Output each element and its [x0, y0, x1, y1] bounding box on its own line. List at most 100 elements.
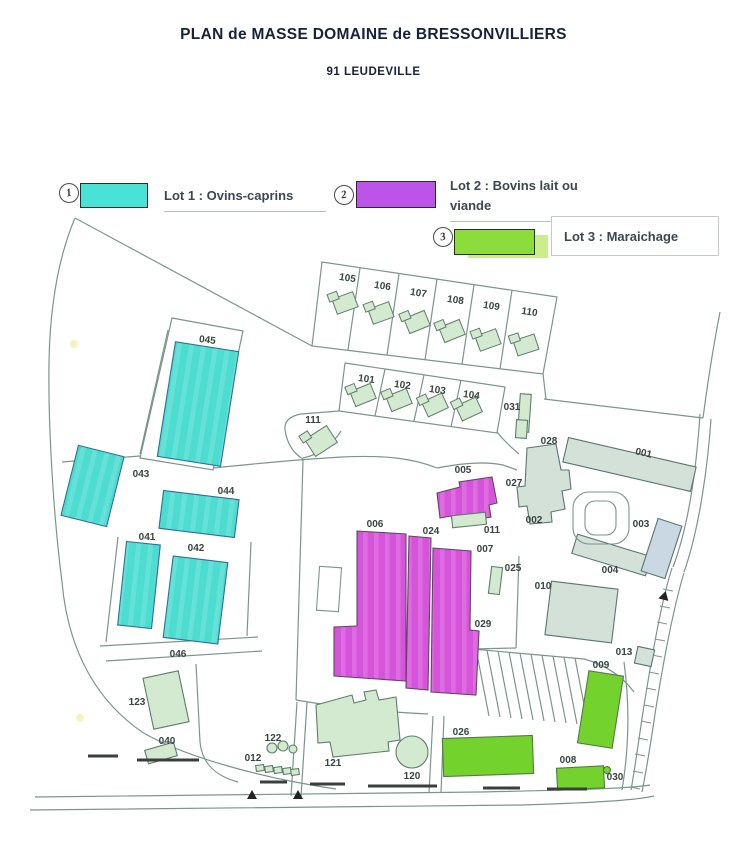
- road-segment: [672, 413, 701, 568]
- map-label-101: 101: [357, 373, 375, 386]
- map-label-001: 001: [634, 446, 653, 460]
- map-label-024: 024: [423, 526, 440, 537]
- house-icon: [362, 300, 395, 325]
- legend-label-lot3: Lot 3 : Maraichage: [551, 216, 719, 256]
- buildings-layer: [60, 341, 697, 791]
- yellow-dot: [70, 340, 78, 348]
- entrance-arrow-icon: [293, 790, 303, 799]
- house-annex: [380, 387, 394, 401]
- courtyard-inner: [584, 500, 617, 536]
- map-label-026: 026: [453, 727, 470, 738]
- building-006: [333, 530, 407, 682]
- map-label-030: 030: [607, 772, 624, 783]
- entrance-arrow-icon: [658, 591, 669, 601]
- map-label-042: 042: [188, 543, 205, 554]
- house-annex: [326, 290, 340, 303]
- road-segment: [515, 555, 520, 649]
- road-segment: [139, 329, 169, 455]
- road-segment: [621, 661, 629, 791]
- map-label-109: 109: [482, 300, 501, 314]
- road-segment: [630, 567, 673, 791]
- header: PLAN de MASSE DOMAINE de BRESSONVILLIERS…: [0, 0, 747, 78]
- houses-layer: [298, 290, 540, 458]
- building-121: [315, 689, 401, 758]
- tank-122-c: [288, 744, 298, 754]
- house-icon: [398, 309, 431, 335]
- map-label-007: 007: [477, 544, 494, 555]
- legend-swatch-lot2: [356, 181, 436, 208]
- markers-layer: [70, 340, 669, 799]
- map-label-107: 107: [409, 287, 428, 301]
- road-segment: [436, 462, 518, 471]
- house-icon: [415, 392, 450, 418]
- map-label-008: 008: [560, 755, 577, 766]
- building-009: [576, 670, 625, 749]
- page-title: PLAN de MASSE DOMAINE de BRESSONVILLIERS: [180, 26, 567, 43]
- map-label-029: 029: [475, 619, 492, 630]
- house-icon: [433, 318, 466, 344]
- courtyard-outline: [572, 491, 630, 545]
- map-label-123: 123: [129, 697, 146, 708]
- map-label-106: 106: [373, 280, 392, 294]
- building-028: [514, 419, 529, 439]
- legend-swatch-lot3: [454, 229, 535, 255]
- map-label-013: 013: [616, 647, 633, 658]
- road-segment: [641, 572, 685, 793]
- house-annex: [398, 309, 412, 323]
- road-segment: [629, 588, 674, 790]
- road-segment: [496, 431, 520, 455]
- road-segment: [48, 217, 337, 790]
- building-043: [60, 444, 125, 528]
- map-label-006: 006: [367, 519, 384, 530]
- road-segment: [29, 795, 655, 811]
- building-041: [117, 540, 161, 630]
- map-label-003: 003: [633, 519, 650, 530]
- road-segment: [105, 536, 119, 643]
- house-body: [454, 396, 484, 422]
- map-label-110: 110: [521, 306, 539, 319]
- tank-012-a: [255, 763, 265, 773]
- silo-120: [395, 735, 429, 769]
- road-segment: [246, 541, 252, 637]
- map-label-002: 002: [526, 515, 543, 526]
- map-label-108: 108: [446, 294, 465, 308]
- road-segment: [428, 715, 434, 794]
- map-label-010: 010: [535, 581, 552, 592]
- road-segment: [542, 373, 547, 400]
- map-label-027: 027: [506, 478, 523, 489]
- map-label-031: 031: [504, 402, 521, 413]
- building-123: [142, 670, 190, 730]
- road-segment: [212, 455, 438, 469]
- map-label-121: 121: [325, 758, 342, 769]
- building-005: [436, 476, 498, 524]
- building-008: [555, 765, 606, 791]
- parcel-block-105-110: [311, 261, 558, 375]
- building-042: [162, 555, 229, 645]
- map-label-105: 105: [338, 272, 357, 286]
- house-annex: [362, 300, 376, 313]
- building-010: [544, 580, 619, 644]
- tank-012-e: [290, 767, 300, 777]
- parcel-045: [139, 317, 244, 471]
- map-label-044: 044: [218, 486, 235, 497]
- map-label-045: 045: [198, 334, 216, 347]
- road-segment: [475, 648, 589, 726]
- road-segment: [300, 701, 308, 798]
- house-icon: [469, 327, 502, 352]
- map-label-104: 104: [462, 389, 480, 402]
- map-label-005: 005: [455, 465, 472, 476]
- map-label-111: 111: [305, 415, 321, 426]
- building-001: [562, 436, 697, 493]
- road-segment: [295, 459, 304, 701]
- tank-012-b: [264, 764, 274, 774]
- house-annex: [433, 318, 447, 332]
- road-segment: [702, 311, 721, 419]
- map-label-009: 009: [593, 660, 610, 671]
- entrance-arrow-icon: [247, 790, 257, 799]
- house-annex: [344, 382, 358, 396]
- house-annex: [469, 327, 483, 340]
- page-subtitle: 91 LEUDEVILLE: [326, 66, 421, 78]
- building-011: [450, 511, 488, 529]
